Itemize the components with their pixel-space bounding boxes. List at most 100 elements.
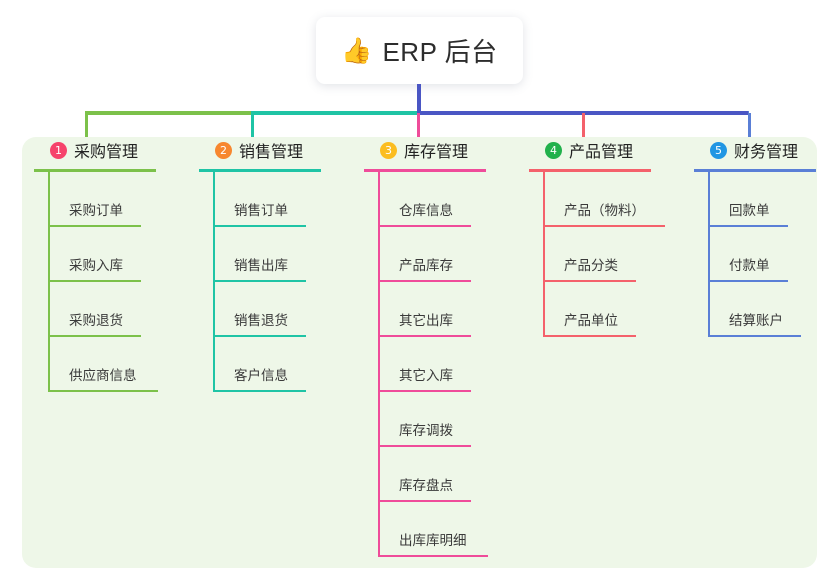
branch-title: 采购管理 — [74, 144, 139, 161]
leaf-node[interactable]: 库存调拨 — [364, 392, 486, 447]
leaf-node-underline — [378, 500, 471, 502]
leaf-node-label: 采购订单 — [69, 203, 123, 218]
branch-title: 库存管理 — [404, 144, 469, 161]
leaf-node-underline — [213, 390, 306, 392]
leaf-node[interactable]: 供应商信息 — [34, 337, 158, 392]
leaf-node-underline — [213, 225, 306, 227]
branch-underline — [34, 169, 156, 172]
leaf-node-underline — [708, 335, 801, 337]
leaf-node-underline — [708, 225, 788, 227]
root-connector-stem — [417, 84, 421, 113]
leaf-node-label: 采购退货 — [69, 313, 123, 328]
leaf-node-label: 库存盘点 — [399, 478, 453, 493]
leaf-node-label: 采购入库 — [69, 258, 123, 273]
leaf-node-label: 产品单位 — [564, 313, 618, 328]
leaf-node[interactable]: 销售出库 — [199, 227, 321, 282]
branch-header[interactable]: 2 销售管理 — [199, 137, 321, 163]
leaf-node-label: 结算账户 — [729, 313, 783, 328]
leaf-node-label: 付款单 — [729, 258, 770, 273]
leaf-node-underline — [378, 390, 471, 392]
leaf-node-underline — [48, 390, 158, 392]
branch-spine — [543, 172, 545, 337]
root-node-card[interactable]: 👍 ERP 后台 — [316, 17, 523, 84]
branch-header[interactable]: 4 产品管理 — [529, 137, 651, 163]
branch-title: 财务管理 — [734, 144, 799, 161]
leaf-node-label: 销售出库 — [234, 258, 288, 273]
leaf-node-label: 客户信息 — [234, 368, 288, 383]
leaf-node-underline — [48, 225, 141, 227]
leaf-node-label: 库存调拨 — [399, 423, 453, 438]
leaf-node-label: 产品分类 — [564, 258, 618, 273]
leaf-node-label: 销售退货 — [234, 313, 288, 328]
branch-items: 仓库信息产品库存其它出库其它入库库存调拨库存盘点出库库明细 — [364, 172, 488, 557]
leaf-node-label: 产品（物料） — [564, 203, 645, 218]
leaf-node[interactable]: 回款单 — [694, 172, 816, 227]
leaf-node-underline — [213, 280, 306, 282]
leaf-node-underline — [543, 335, 636, 337]
branch-spine — [708, 172, 710, 337]
leaf-node-label: 供应商信息 — [69, 368, 137, 383]
leaf-node[interactable]: 销售订单 — [199, 172, 321, 227]
branch-column: 4 产品管理产品（物料） 产品分类产品单位 — [529, 137, 665, 337]
branch-number-badge: 5 — [710, 141, 727, 159]
branch-column: 2 销售管理销售订单销售出库销售退货客户信息 — [199, 137, 321, 392]
branch-title: 产品管理 — [569, 144, 634, 161]
leaf-node-underline — [708, 280, 788, 282]
leaf-node[interactable]: 付款单 — [694, 227, 816, 282]
branch-column: 5 财务管理回款单付款单结算账户 — [694, 137, 816, 337]
branch-spine — [378, 172, 380, 557]
branch-number-badge: 2 — [215, 141, 232, 159]
leaf-node[interactable]: 采购入库 — [34, 227, 156, 282]
leaf-node[interactable]: 库存盘点 — [364, 447, 486, 502]
leaf-node[interactable]: 客户信息 — [199, 337, 321, 392]
leaf-node-label: 回款单 — [729, 203, 770, 218]
leaf-node[interactable]: 产品单位 — [529, 282, 651, 337]
branch-header[interactable]: 5 财务管理 — [694, 137, 816, 163]
leaf-node[interactable]: 产品库存 — [364, 227, 486, 282]
connector-bus-segment — [85, 111, 251, 115]
connector-drop — [85, 113, 88, 144]
branch-number-badge: 1 — [50, 141, 67, 159]
connector-drop — [417, 113, 420, 144]
leaf-node[interactable]: 其它入库 — [364, 337, 486, 392]
diagram-panel — [22, 137, 817, 568]
leaf-node[interactable]: 产品分类 — [529, 227, 651, 282]
leaf-node-label: 产品库存 — [399, 258, 453, 273]
leaf-node-underline — [543, 280, 636, 282]
leaf-node-underline — [378, 555, 488, 557]
leaf-node[interactable]: 出库库明细 — [364, 502, 488, 557]
leaf-node[interactable]: 仓库信息 — [364, 172, 486, 227]
leaf-node-label: 仓库信息 — [399, 203, 453, 218]
leaf-node-underline — [213, 335, 306, 337]
leaf-node[interactable]: 结算账户 — [694, 282, 816, 337]
branch-header[interactable]: 1 采购管理 — [34, 137, 156, 163]
branch-underline — [199, 169, 321, 172]
connector-drop — [748, 113, 751, 144]
leaf-node-underline — [48, 280, 141, 282]
branch-items: 产品（物料） 产品分类产品单位 — [529, 172, 665, 337]
branch-items: 销售订单销售出库销售退货客户信息 — [199, 172, 321, 392]
branch-title: 销售管理 — [239, 144, 304, 161]
leaf-node-underline — [378, 280, 471, 282]
leaf-node-label: 出库库明细 — [399, 533, 467, 548]
leaf-node-label: 销售订单 — [234, 203, 288, 218]
leaf-node[interactable]: 产品（物料） — [529, 172, 665, 227]
leaf-node[interactable]: 采购订单 — [34, 172, 156, 227]
leaf-node-label: 其它入库 — [399, 368, 453, 383]
branch-spine — [213, 172, 215, 392]
connector-drop — [582, 113, 585, 144]
leaf-node-underline — [378, 335, 471, 337]
branch-items: 采购订单采购入库采购退货供应商信息 — [34, 172, 158, 392]
branch-underline — [529, 169, 651, 172]
leaf-node[interactable]: 销售退货 — [199, 282, 321, 337]
leaf-node-underline — [378, 445, 471, 447]
connector-drop — [251, 113, 254, 144]
leaf-node-underline — [543, 225, 665, 227]
leaf-node[interactable]: 采购退货 — [34, 282, 156, 337]
leaf-node[interactable]: 其它出库 — [364, 282, 486, 337]
branch-spine — [48, 172, 50, 392]
leaf-node-underline — [48, 335, 141, 337]
branch-number-badge: 4 — [545, 141, 562, 159]
